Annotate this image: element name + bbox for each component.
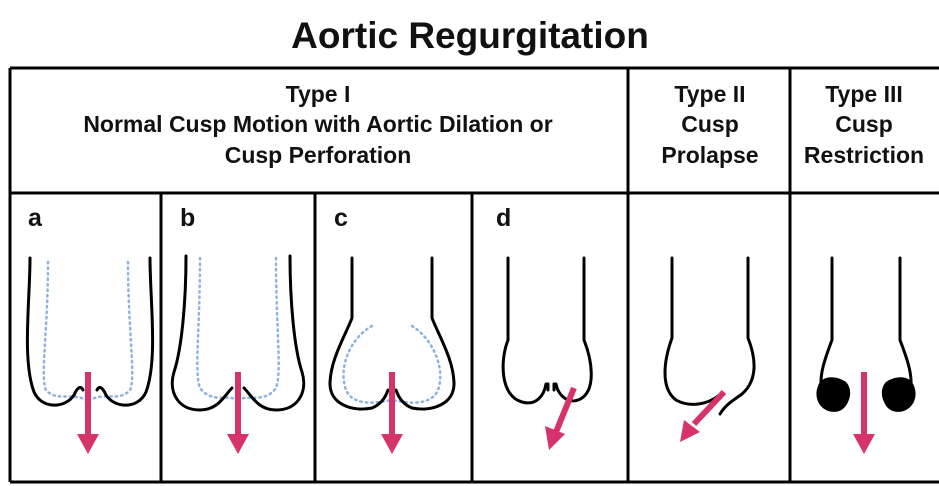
panel-a-left-wall [27, 258, 83, 405]
panel-label-d: d [496, 204, 511, 232]
type1-description-line1: Normal Cusp Motion with Aortic Dilation … [83, 111, 552, 137]
panel-c-left-wall [330, 258, 388, 409]
type2-description-line1: Cusp [681, 111, 739, 137]
panel-label-b: b [180, 204, 195, 232]
type2-left-wall [665, 258, 718, 404]
panel-d-jet-shaft [556, 388, 574, 432]
type2-description-line2: Prolapse [661, 142, 758, 168]
type3-description-line2: Restriction [804, 142, 924, 168]
type3-left-wall [821, 258, 832, 392]
panel-d-illustration [503, 258, 591, 450]
panel-c-right-wall [396, 258, 454, 409]
type2-jet-shaft [694, 392, 724, 424]
panel-label-c: c [334, 204, 348, 232]
type3-label: Type III [825, 81, 903, 107]
panel-label-a: a [28, 204, 43, 232]
panel-c-jet-arrowhead [381, 434, 403, 454]
type3-description-line1: Cusp [835, 111, 893, 137]
panel-a-jet-arrowhead [77, 434, 99, 454]
type2-illustration [665, 258, 754, 442]
type2-right-wall-prolapsing-cusp [720, 258, 754, 414]
header-type3: Type III Cusp Restriction [804, 81, 924, 168]
panel-a-illustration [27, 258, 152, 454]
panel-b-left-wall [172, 256, 232, 410]
panel-b-right-wall [244, 256, 304, 410]
header-type1: Type I Normal Cusp Motion with Aortic Di… [83, 81, 552, 168]
type2-label: Type II [674, 81, 745, 107]
header-type2: Type II Cusp Prolapse [661, 81, 758, 168]
type1-description-line2: Cusp Perforation [225, 142, 412, 168]
panel-d-left-wall [503, 258, 548, 403]
type3-right-wall [900, 258, 911, 392]
type3-left-thickened-cusp [816, 377, 850, 412]
panel-a-right-wall [97, 258, 153, 405]
diagram-title: Aortic Regurgitation [291, 15, 649, 56]
panel-c-illustration [330, 258, 454, 454]
panel-b-illustration [172, 256, 303, 454]
type3-illustration [816, 258, 915, 454]
panel-d-right-wall [554, 258, 591, 401]
type1-label: Type I [286, 81, 351, 107]
type3-jet-arrowhead [853, 434, 875, 454]
panel-b-jet-arrowhead [227, 434, 249, 454]
type3-right-thickened-cusp [882, 377, 916, 412]
